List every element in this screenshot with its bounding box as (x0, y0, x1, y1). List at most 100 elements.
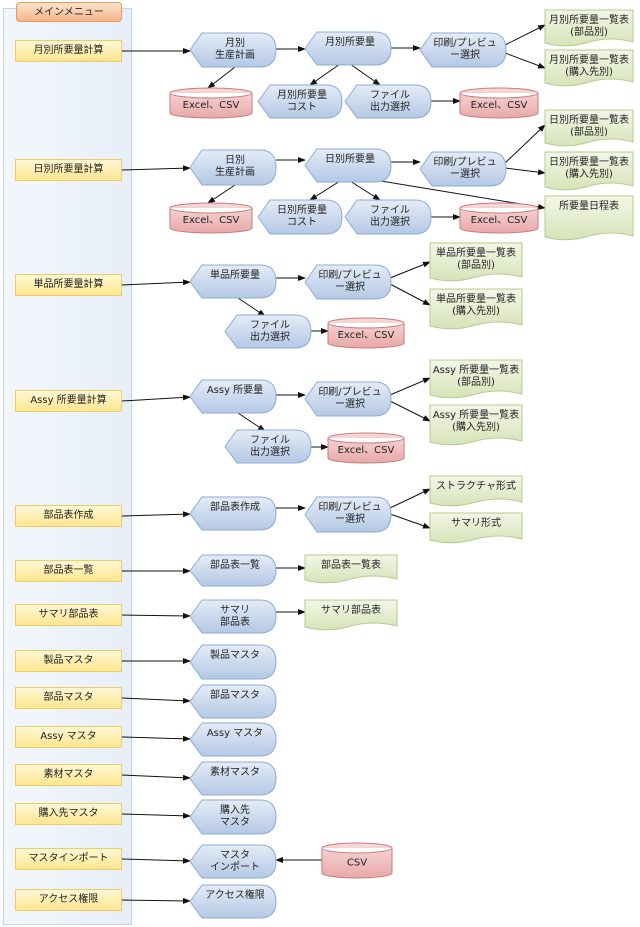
shape (304, 264, 392, 300)
node-label-line: ー選択 (450, 48, 480, 61)
menu-item[interactable]: 部品表作成 (15, 505, 122, 527)
shape (419, 32, 507, 68)
shape (544, 109, 634, 147)
connector-arrow (121, 279, 191, 286)
node-label-line: Assy 所要量一覧表 (433, 408, 519, 421)
shape (429, 475, 523, 507)
node-label-line: Excel、CSV (183, 100, 240, 111)
menu-item[interactable]: 部品マスタ (15, 687, 122, 709)
connector-arrow (121, 511, 191, 518)
connector-arrow (349, 180, 381, 201)
node-label: 月別生産計画 (215, 37, 255, 61)
node-label-line: 出力選択 (250, 445, 290, 458)
node-label: 単品所要量一覧表(購入先別) (436, 292, 516, 317)
connector-arrow (389, 261, 431, 279)
connector-arrow (121, 774, 191, 781)
menu-item[interactable]: Assy 所要量計算 (15, 390, 122, 412)
shape (257, 199, 343, 235)
process-a-print: 印刷/プレビュー選択 (304, 381, 392, 417)
node-label-line: 部品表一覧 (210, 558, 260, 571)
process-d-file: ファイル出力選択 (344, 199, 432, 235)
shape (304, 31, 392, 66)
node-label: サマリ部品表 (321, 603, 381, 616)
connector-arrow (349, 63, 381, 86)
connector-arrow (309, 63, 341, 86)
connector-arrow (504, 124, 546, 164)
document-m-docA: 月別所要量一覧表(部品別) (544, 9, 634, 47)
shape (304, 554, 398, 584)
node-label-line: 印刷/プレビュ (433, 156, 496, 168)
menu-item[interactable]: マスタインポート (15, 848, 122, 870)
node-label-line: 所要量日程表 (559, 199, 619, 212)
connector-arrow (121, 897, 191, 904)
node-label: 月別所要量コスト (277, 89, 327, 113)
node-label-line: Assy 所要量一覧表 (433, 363, 519, 376)
node-label: 月別所要量一覧表(部品別) (549, 13, 629, 38)
menu-item[interactable]: 部品表一覧 (15, 560, 122, 582)
node-label-line: 部品表 (220, 615, 250, 628)
process-m-cost: 月別所要量コスト (257, 84, 343, 119)
node-label-line: 素材マスタ (210, 765, 260, 778)
node-label: ファイル出力選択 (370, 205, 410, 228)
shape (189, 264, 277, 299)
node-label-line: 出力選択 (250, 330, 290, 343)
process-a-req: Assy 所要量 (189, 379, 277, 414)
shape (189, 684, 277, 719)
connector-arrow (504, 24, 546, 46)
connector-arrow (237, 297, 266, 317)
document-a-docA: Assy 所要量一覧表(部品別) (429, 359, 523, 399)
connector-arrow (121, 165, 191, 172)
document-b-docB: サマリ形式 (429, 512, 523, 544)
node-label-line: コスト (287, 217, 317, 228)
menu-item[interactable]: 素材マスタ (15, 764, 122, 786)
menu-item[interactable]: 月別所要量計算 (15, 40, 122, 62)
document-s-doc: サマリ部品表 (304, 599, 398, 631)
node-label: 印刷/プレビュー選択 (433, 156, 496, 180)
process-b-make: 部品表作成 (189, 496, 277, 531)
node-label-line: 日別所要量 (277, 204, 327, 216)
node-label-line: 製品マスタ (210, 648, 260, 661)
menu-item[interactable]: 製品マスタ (15, 650, 122, 672)
menu-item[interactable]: 単品所要量計算 (15, 274, 122, 296)
node-label-line: (部品別) (570, 125, 608, 138)
document-d-docA: 日別所要量一覧表(部品別) (544, 109, 634, 147)
menu-item[interactable]: サマリ部品表 (15, 604, 122, 626)
node-label: 所要量日程表 (559, 199, 619, 212)
node-label: 単品所要量一覧表(部品別) (436, 246, 516, 271)
node-label-line: 生産計画 (215, 48, 255, 61)
node-label-line: ファイル (250, 320, 290, 331)
menu-item[interactable]: アクセス権限 (15, 889, 122, 911)
node-label-line: 印刷/プレビュ (318, 386, 381, 398)
node-label-line: Excel、CSV (471, 100, 528, 111)
shape (189, 844, 277, 879)
node-label-line: サマリ形式 (451, 516, 501, 529)
data-store-d-xls2: Excel、CSV (459, 202, 539, 234)
process-m-req: 月別所要量 (304, 31, 392, 66)
node-label-line: 出力選択 (370, 100, 410, 113)
process-d-plan: 日別生産計画 (189, 149, 277, 186)
shape (189, 496, 277, 531)
document-d-docB: 日別所要量一覧表(購入先別) (544, 151, 634, 191)
process-a-file: ファイル出力選択 (224, 429, 312, 464)
shape (327, 432, 405, 464)
node-label: サマリ部品表 (220, 604, 250, 628)
connector-arrow (121, 812, 191, 819)
shape (321, 842, 393, 879)
menu-item[interactable]: 購入先マスタ (15, 803, 122, 825)
node-label-line: 日別 (225, 154, 245, 166)
node-label-line: Assy 所要量 (207, 384, 263, 396)
menu-item[interactable]: Assy マスタ (15, 726, 122, 748)
node-label: 月別所要量 (325, 36, 375, 48)
node-label-line: Excel、CSV (338, 445, 395, 456)
node-label: ストラクチャ形式 (436, 479, 516, 492)
node-label: アクセス権限 (205, 888, 265, 901)
node-label-line: (部品別) (457, 258, 495, 271)
main-menu-header: メインメニュー (16, 2, 122, 22)
shape (429, 288, 523, 330)
connector-arrow (389, 377, 431, 396)
shape (429, 242, 523, 282)
menu-item[interactable]: 日別所要量計算 (15, 159, 122, 181)
connector-arrow (504, 167, 546, 176)
node-label-line: ー選択 (335, 397, 365, 410)
